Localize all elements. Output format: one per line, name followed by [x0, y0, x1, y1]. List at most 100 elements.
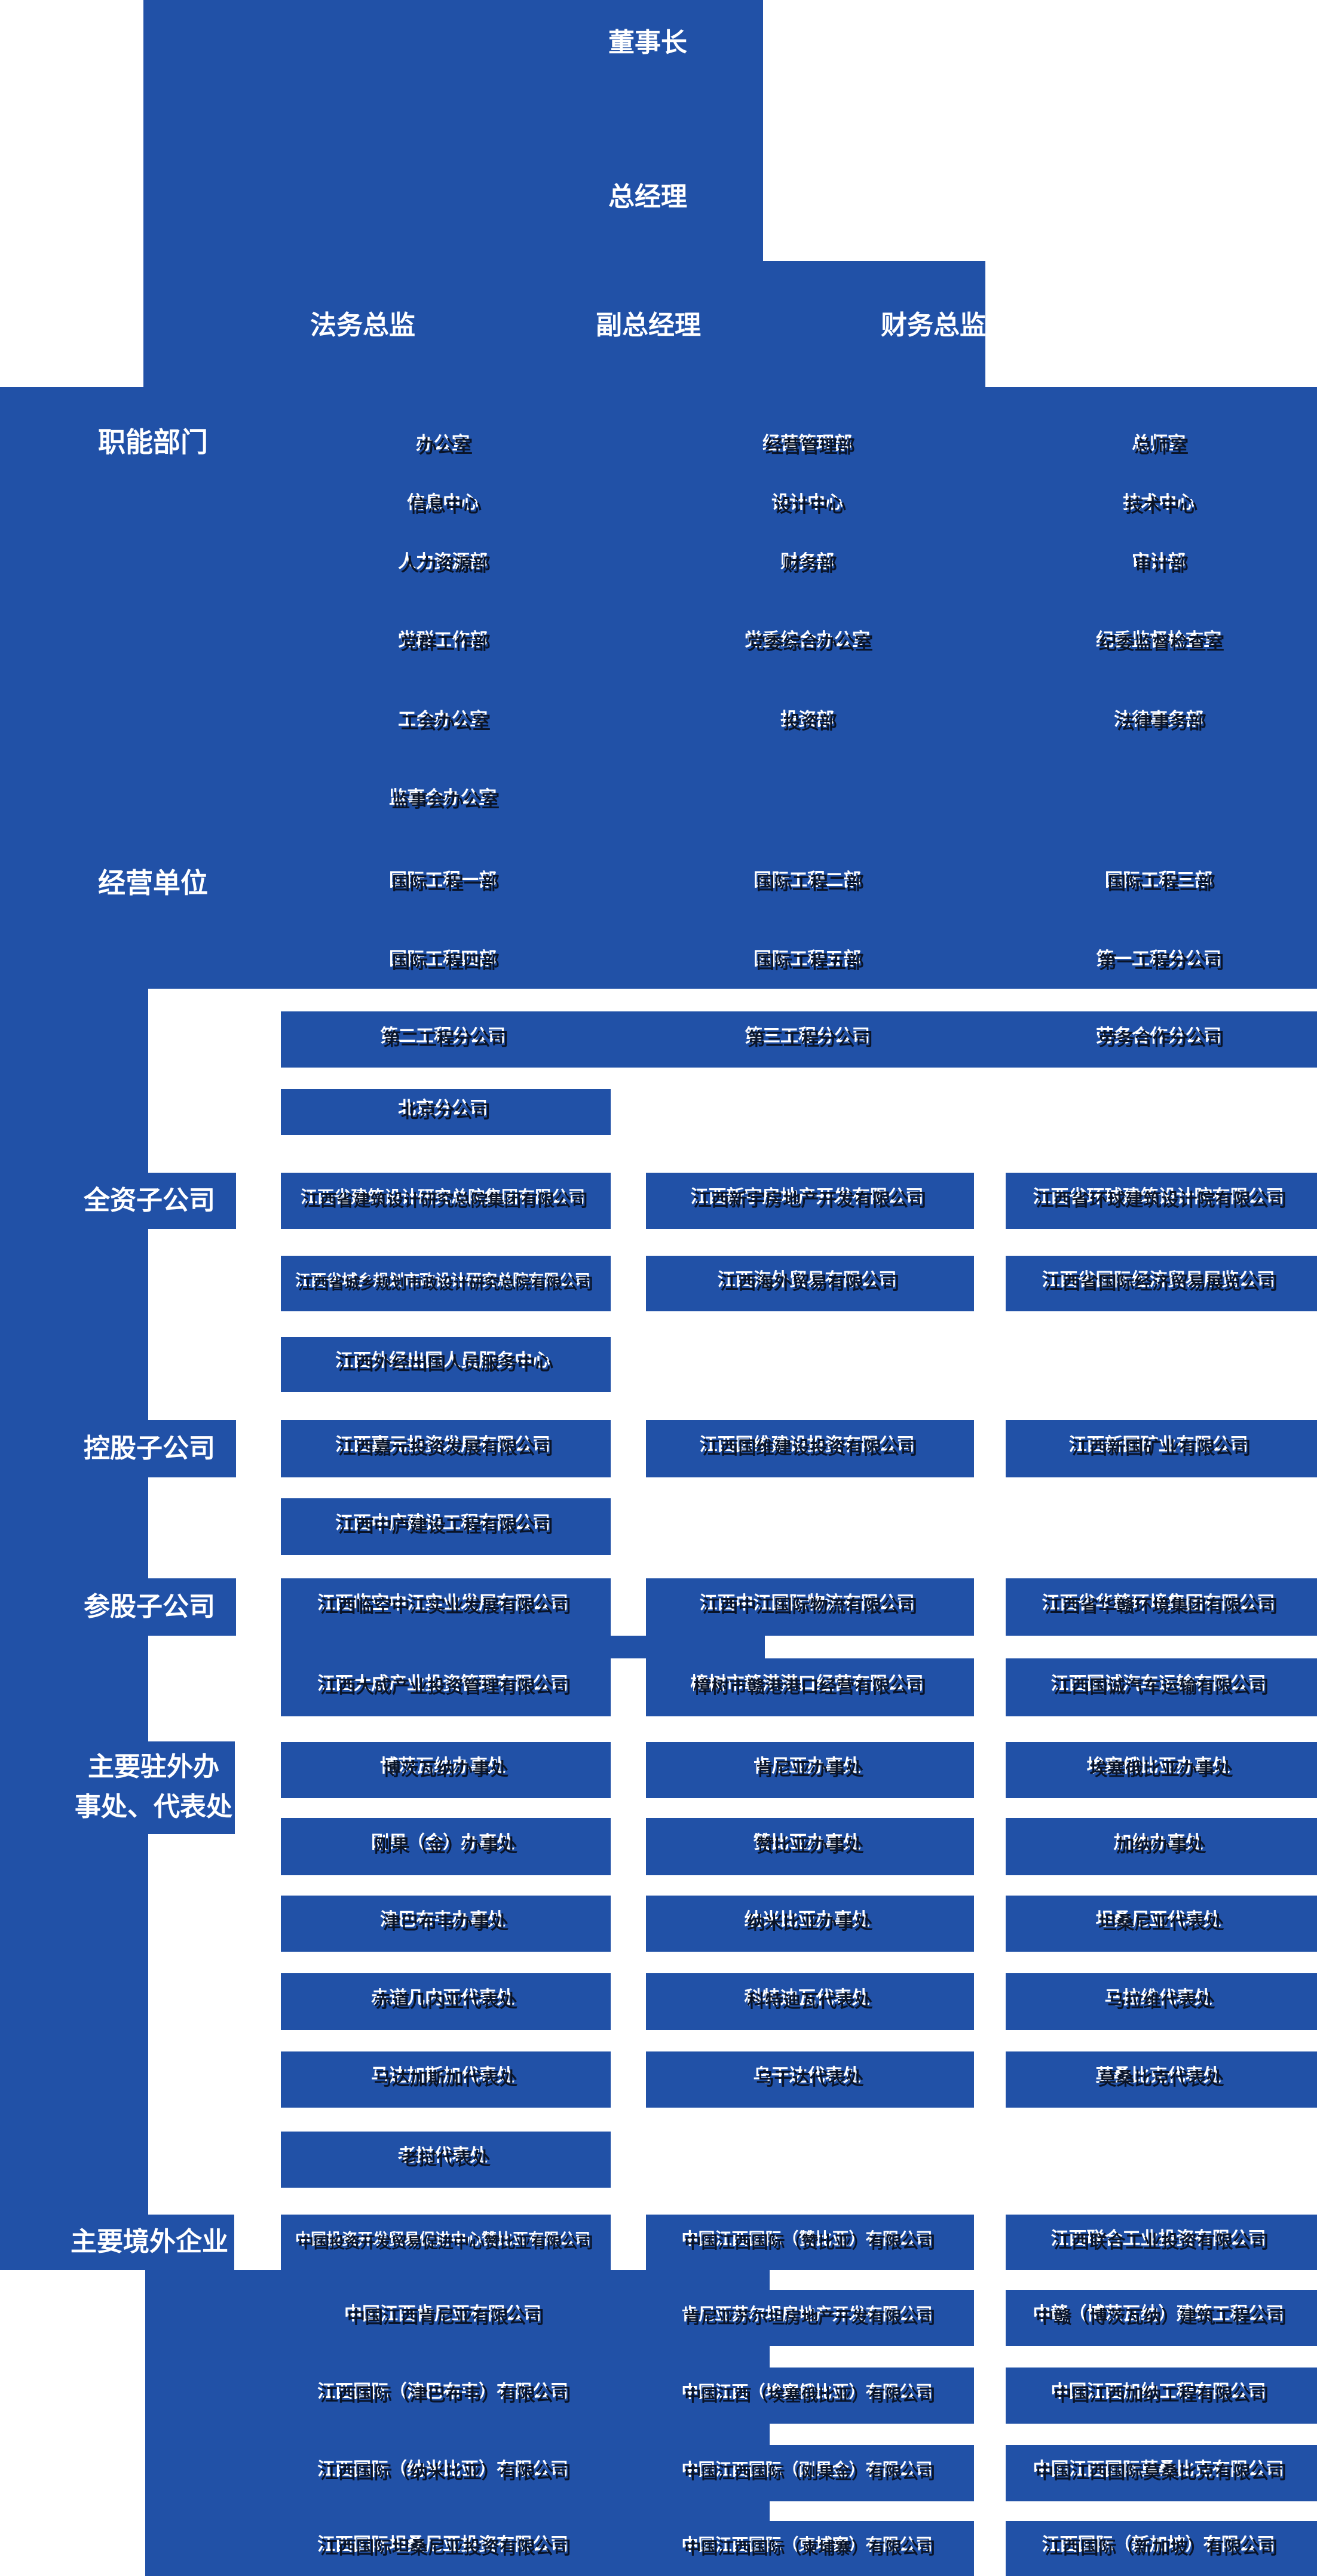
top-block — [143, 0, 763, 261]
legal-director-title: 法务总监 — [310, 311, 415, 340]
org-cell-functional-r2c3: 技术中心 — [1126, 496, 1197, 516]
org-box-offices-r1c3: 埃塞俄比亚办事处 — [1006, 1742, 1317, 1798]
deputy-general-manager-title: 副总经理 — [596, 311, 701, 340]
org-box-label: 中国江西（埃塞俄比亚）有限公司 — [684, 2386, 936, 2405]
org-box-label: 马拉维代表处 — [1107, 1991, 1215, 2011]
org-box-offices-r2c1: 刚果（金）办事处 — [281, 1818, 611, 1875]
org-box-offices-r4c1: 赤道几内亚代表处 — [281, 1973, 611, 2030]
org-box-wholly_owned-r2c3: 江西省国际经济贸易展览公司 — [1006, 1256, 1317, 1311]
org-box-minority-r1c2: 江西中江国际物流有限公司 — [646, 1578, 974, 1636]
section-header-holding: 控股子公司 — [84, 1434, 215, 1463]
org-box-overseas-r4c3: 中国江西国际莫桑比克有限公司 — [1006, 2445, 1317, 2501]
org-box-holding-r1c1: 江西嘉元投资发展有限公司 — [281, 1420, 611, 1477]
org-box-label: 中国江西国际莫桑比克有限公司 — [1036, 2463, 1287, 2483]
org-box-label: 江西国际（新加坡）有限公司 — [1045, 2538, 1278, 2558]
org-box-overseas-r3c2: 中国江西（埃塞俄比亚）有限公司 — [646, 2368, 974, 2424]
org-box-minority-r2c1: 江西大成产业投资管理有限公司 — [281, 1658, 611, 1716]
org-box-wholly_owned-r2c1: 江西省城乡规划市政设计研究总院有限公司 — [281, 1256, 611, 1311]
org-cell-functional-r3c2: 财务部 — [783, 556, 837, 575]
org-cell-functional-r5c2: 投资部 — [783, 713, 837, 733]
org-box-wholly_owned-r1c3: 江西省环球建筑设计院有限公司 — [1006, 1173, 1317, 1229]
org-box-label: 刚果（金）办事处 — [374, 1836, 517, 1856]
org-cell-business-r2c3: 第一工程分公司 — [1099, 953, 1224, 973]
org-box-label: 科特迪瓦代表处 — [747, 1991, 873, 2011]
org-cell-functional-r3c1: 人力资源部 — [401, 556, 491, 575]
org-cell-business-r3c2: 第三工程分公司 — [748, 1030, 873, 1050]
org-box-wholly_owned-r3c1: 江西外经出国人员服务中心 — [281, 1337, 611, 1392]
org-cell-functional-r6c1: 监事会办公室 — [392, 792, 500, 811]
org-box-label: 赞比亚办事处 — [756, 1836, 864, 1856]
org-cell-business-r2c1: 国际工程四部 — [392, 953, 500, 973]
org-box-offices-r6c1: 老挝代表处 — [281, 2132, 611, 2188]
org-cell-business-r1c2: 国际工程二部 — [756, 874, 864, 894]
org-box-overseas-r3c1: 江西国际（津巴布韦）有限公司 — [281, 2368, 611, 2424]
org-box-minority-r2c3: 江西国诚汽车运输有限公司 — [1006, 1658, 1317, 1716]
org-box-holding-r1c2: 江西国维建设投资有限公司 — [646, 1420, 974, 1477]
org-box-overseas-r2c1: 中国江西肯尼亚有限公司 — [281, 2290, 611, 2346]
org-box-label: 加纳办事处 — [1116, 1836, 1206, 1856]
org-box-offices-r3c1: 津巴布韦办事处 — [281, 1896, 611, 1952]
section-header-business: 经营单位 — [98, 867, 208, 898]
executive-band — [143, 261, 985, 387]
org-box-overseas-r4c1: 江西国际（纳米比亚）有限公司 — [281, 2445, 611, 2501]
org-box-holding-r1c3: 江西新国矿业有限公司 — [1006, 1420, 1317, 1477]
general-manager-title: 总经理 — [608, 182, 687, 211]
org-cell-functional-r4c3: 纪委监督检查室 — [1099, 634, 1224, 654]
org-cell-business-r2c2: 国际工程五部 — [756, 953, 864, 973]
org-box-offices-r3c2: 纳米比亚办事处 — [646, 1896, 974, 1952]
org-cell-functional-r1c1: 办公室 — [419, 437, 473, 457]
org-box-holding-r2c1: 江西中庐建设工程有限公司 — [281, 1498, 611, 1555]
org-box-overseas-r5c2: 中国江西国际（柬埔寨）有限公司 — [646, 2521, 974, 2576]
finance-director-title: 财务总监 — [881, 311, 986, 340]
org-cell-business-r1c3: 国际工程三部 — [1108, 874, 1215, 894]
org-box-label: 江西外经出国人员服务中心 — [338, 1354, 553, 1374]
org-box-offices-r5c3: 莫桑比克代表处 — [1006, 2051, 1317, 2108]
section-header-offices-line1: 主要驻外办 — [88, 1752, 219, 1781]
chairman-title: 董事长 — [608, 28, 687, 57]
org-cell-functional-r2c2: 设计中心 — [774, 496, 846, 516]
org-cell-functional-r5c1: 工会办公室 — [401, 713, 491, 733]
org-cell-business-r1c1: 国际工程一部 — [392, 874, 500, 894]
org-box-overseas-r1c3: 江西联合工业投资有限公司 — [1006, 2215, 1317, 2270]
org-box-offices-r4c3: 马拉维代表处 — [1006, 1973, 1317, 2030]
org-box-label: 江西省建筑设计研究总院集团有限公司 — [303, 1191, 588, 1210]
org-box-overseas-r1c2: 中国江西国际（赞比亚）有限公司 — [646, 2215, 974, 2270]
org-box-label: 江西新宇房地产开发有限公司 — [693, 1191, 927, 1210]
org-box-label: 江西国维建设投资有限公司 — [702, 1439, 918, 1458]
org-box-minority-r2c2: 樟树市赣港港口经营有限公司 — [646, 1658, 974, 1716]
org-box-wholly_owned-r1c1: 江西省建筑设计研究总院集团有限公司 — [281, 1173, 611, 1229]
minority-connector-strip — [281, 1636, 765, 1658]
section-header-wholly-owned: 全资子公司 — [84, 1186, 215, 1215]
org-box-label: 江西大成产业投资管理有限公司 — [320, 1677, 571, 1697]
org-box-label: 江西联合工业投资有限公司 — [1053, 2232, 1269, 2252]
org-box-label: 江西海外贸易有限公司 — [720, 1273, 900, 1293]
org-box-wholly_owned-r1c2: 江西新宇房地产开发有限公司 — [646, 1173, 974, 1229]
org-box-label: 博茨瓦纳办事处 — [383, 1760, 509, 1780]
org-box-overseas-r4c2: 中国江西国际（刚果金）有限公司 — [646, 2445, 974, 2501]
org-box-label: 中国江西国际（柬埔寨）有限公司 — [684, 2539, 936, 2557]
org-box-label: 老挝代表处 — [401, 2149, 491, 2169]
org-box-label: 津巴布韦办事处 — [383, 1913, 509, 1933]
org-box-label: 江西省环球建筑设计院有限公司 — [1036, 1191, 1287, 1210]
org-box-offices-r5c1: 马达加斯加代表处 — [281, 2051, 611, 2108]
org-box-label: 莫桑比克代表处 — [1098, 2069, 1224, 2089]
holding-header-bar — [147, 1420, 236, 1477]
org-cell-functional-r4c1: 党群工作部 — [401, 634, 491, 654]
main-band — [0, 387, 1317, 989]
org-cell-functional-r1c3: 总师室 — [1135, 437, 1189, 457]
org-box-label: 赤道几内亚代表处 — [374, 1991, 517, 2011]
overseas-header-bar — [0, 2215, 234, 2270]
org-box-offices-r2c3: 加纳办事处 — [1006, 1818, 1317, 1875]
org-box-label: 江西省国际经济贸易展览公司 — [1045, 1273, 1278, 1293]
org-box-minority-r1c3: 江西省华赣环境集团有限公司 — [1006, 1578, 1317, 1636]
org-box-minority-r1c1: 江西临空中江实业发展有限公司 — [281, 1578, 611, 1636]
org-cell-business-r3c1: 第二工程分公司 — [383, 1030, 509, 1050]
org-box-label: 江西国诚汽车运输有限公司 — [1053, 1677, 1269, 1697]
org-cell-functional-r2c1: 信息中心 — [410, 496, 482, 516]
org-box-offices-r5c2: 乌干达代表处 — [646, 2051, 974, 2108]
org-box-offices-r1c1: 博茨瓦纳办事处 — [281, 1742, 611, 1798]
org-box-label: 北京分公司 — [401, 1102, 491, 1122]
section-header-offices-line2: 事处、代表处 — [75, 1792, 232, 1821]
org-box-label: 江西中庐建设工程有限公司 — [338, 1516, 553, 1537]
